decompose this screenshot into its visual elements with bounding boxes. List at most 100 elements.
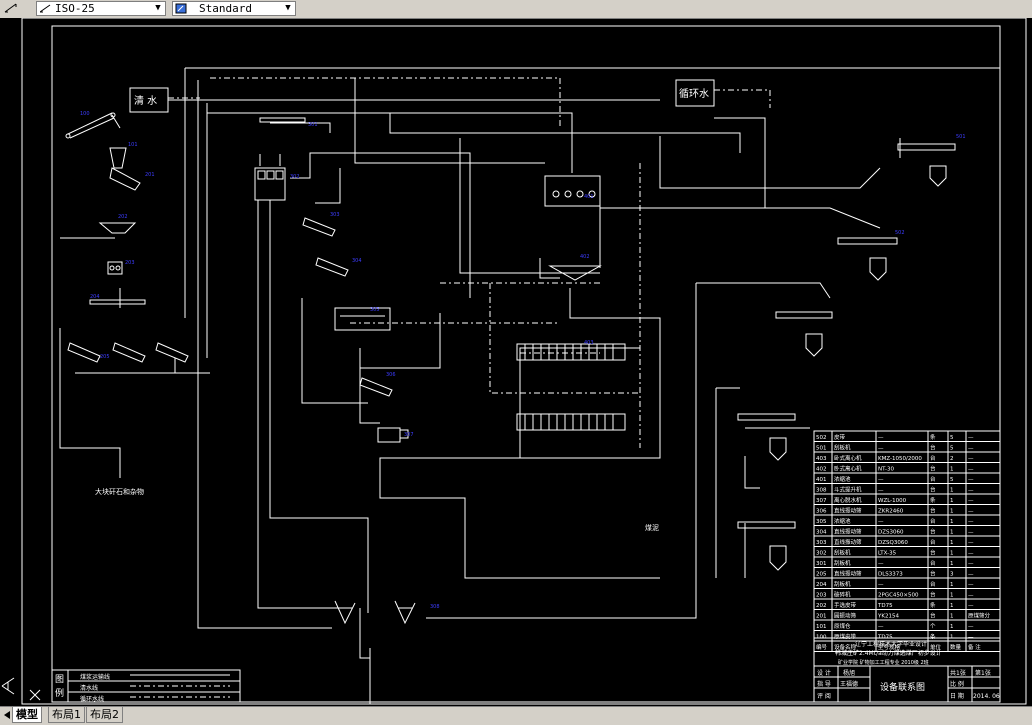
table-cell: 305	[816, 519, 827, 525]
circulating-water-label: 循环水	[679, 87, 709, 100]
tab-first-arrow-icon[interactable]	[2, 710, 12, 720]
properties-toolbar: ISO-25 ▼ Standard ▼	[0, 0, 1032, 19]
inner-frame	[51, 25, 1001, 703]
table-cell: —	[968, 519, 974, 525]
crusher-203[interactable]	[107, 261, 123, 275]
svg-text:303: 303	[330, 212, 340, 218]
tb-date-label: 日 期	[950, 692, 964, 700]
table-cell: 直线振动筛	[834, 528, 862, 536]
table-cell: —	[878, 488, 884, 494]
tab-model[interactable]: 模型	[12, 707, 42, 723]
text-style-dropdown[interactable]: Standard ▼	[172, 1, 296, 16]
thickener-401[interactable]	[544, 175, 601, 207]
table-cell: 原煤仓	[834, 622, 851, 630]
svg-text:306: 306	[386, 372, 396, 378]
svg-text:402: 402	[580, 254, 590, 260]
table-cell: 个	[930, 623, 936, 630]
table-cell: 离心脱水机	[834, 496, 862, 504]
tb-guide: 指 导	[817, 680, 831, 688]
centrifuge-307[interactable]	[377, 427, 409, 443]
raw-coal-bin-101[interactable]	[109, 147, 127, 169]
clean-water-box[interactable]: 清 水	[129, 87, 169, 113]
dimension-style-icon[interactable]	[4, 2, 17, 14]
dim-icon	[40, 4, 51, 13]
scraper-301[interactable]	[259, 117, 306, 123]
tab-layout2[interactable]: 布局2	[86, 707, 123, 723]
table-cell: —	[968, 582, 974, 588]
table-cell: 2PGC450×500	[878, 593, 919, 599]
svg-text:202: 202	[118, 214, 128, 220]
table-header-cell: 单位	[930, 643, 942, 651]
table-cell: —	[968, 456, 974, 462]
bucket-elevator-308[interactable]	[334, 600, 416, 625]
product-belts-502[interactable]	[737, 143, 956, 529]
screen-304[interactable]	[315, 257, 349, 277]
table-cell: —	[878, 435, 884, 441]
table-cell: —	[878, 582, 884, 588]
table-cell: 1	[950, 488, 954, 494]
svg-text:401: 401	[584, 194, 594, 200]
legend-item: 煤浆运输线	[80, 673, 110, 681]
svg-text:203: 203	[125, 260, 135, 266]
table-header-cell: 数量	[950, 643, 962, 651]
screen-303[interactable]	[302, 217, 336, 237]
table-cell: 205	[816, 572, 827, 578]
chevron-down-icon[interactable]: ▼	[285, 3, 291, 13]
model-space-canvas[interactable]: 清 水 循环水	[0, 18, 1032, 706]
table-cell: 1	[950, 498, 954, 504]
filter-press-403[interactable]	[516, 343, 626, 431]
table-cell: 304	[816, 530, 827, 536]
equipment-codes: 100 101 201 202 203 204 205 301 302 303 …	[80, 111, 966, 610]
tab-layout1[interactable]: 布局1	[48, 707, 85, 723]
circulating-water-box[interactable]: 循环水	[675, 79, 715, 107]
table-cell: 1	[950, 603, 954, 609]
loading-bins-501[interactable]	[769, 165, 947, 571]
title-line3: 矿业学院 矿物加工工程专业 2010级 2班	[838, 659, 929, 666]
table-cell: 501	[816, 446, 827, 452]
table-cell: 5	[950, 446, 954, 452]
centrifuge-402[interactable]	[548, 265, 602, 281]
flowsheet-drawing: 清 水 循环水	[1, 18, 1027, 705]
screens-205[interactable]	[67, 342, 189, 363]
svg-text:302: 302	[290, 174, 300, 180]
table-cell: —	[878, 477, 884, 483]
table-cell: YK2154	[877, 614, 899, 620]
table-cell: 皮带	[834, 433, 846, 441]
table-cell: 101	[816, 624, 827, 630]
dimension-style-dropdown[interactable]: ISO-25 ▼	[36, 1, 166, 16]
table-cell: 5	[950, 477, 954, 483]
table-cell: 401	[816, 477, 827, 483]
table-cell: —	[968, 603, 974, 609]
raw-coal-belt-100[interactable]	[65, 112, 121, 139]
table-cell: 308	[816, 488, 827, 494]
classifier-302[interactable]	[254, 154, 286, 201]
table-cell: 破碎机	[834, 591, 851, 599]
table-cell: —	[968, 624, 974, 630]
vibrating-screen-201[interactable]	[109, 167, 141, 191]
table-cell: TD75	[877, 603, 893, 609]
chevron-down-icon[interactable]: ▼	[155, 3, 161, 13]
table-cell: NT-30	[878, 467, 894, 473]
table-cell: —	[968, 446, 974, 452]
table-cell: —	[878, 561, 884, 567]
table-cell: 浓缩池	[834, 517, 851, 525]
slime-label: 煤泥	[645, 523, 659, 532]
scraper-204[interactable]	[89, 299, 146, 305]
table-cell: 台	[930, 486, 936, 494]
table-cell: 刮板机	[834, 580, 851, 588]
tb-scale: 比 例	[950, 680, 964, 688]
table-cell: KMZ-1050/2000	[878, 456, 922, 462]
table-cell: 1	[950, 624, 954, 630]
table-cell: 1	[950, 614, 954, 620]
outer-frame	[21, 18, 1027, 705]
clean-water-label: 清 水	[134, 94, 157, 107]
screen-306[interactable]	[359, 377, 393, 397]
table-cell: 斗式提升机	[834, 486, 862, 494]
table-cell: 台	[930, 454, 936, 462]
table-cell: 台	[930, 580, 936, 588]
table-cell: 台	[930, 538, 936, 546]
table-cell: 402	[816, 467, 827, 473]
hand-picking-belt-202[interactable]	[98, 222, 137, 234]
thickener-305[interactable]	[334, 307, 391, 331]
svg-text:204: 204	[90, 294, 100, 300]
